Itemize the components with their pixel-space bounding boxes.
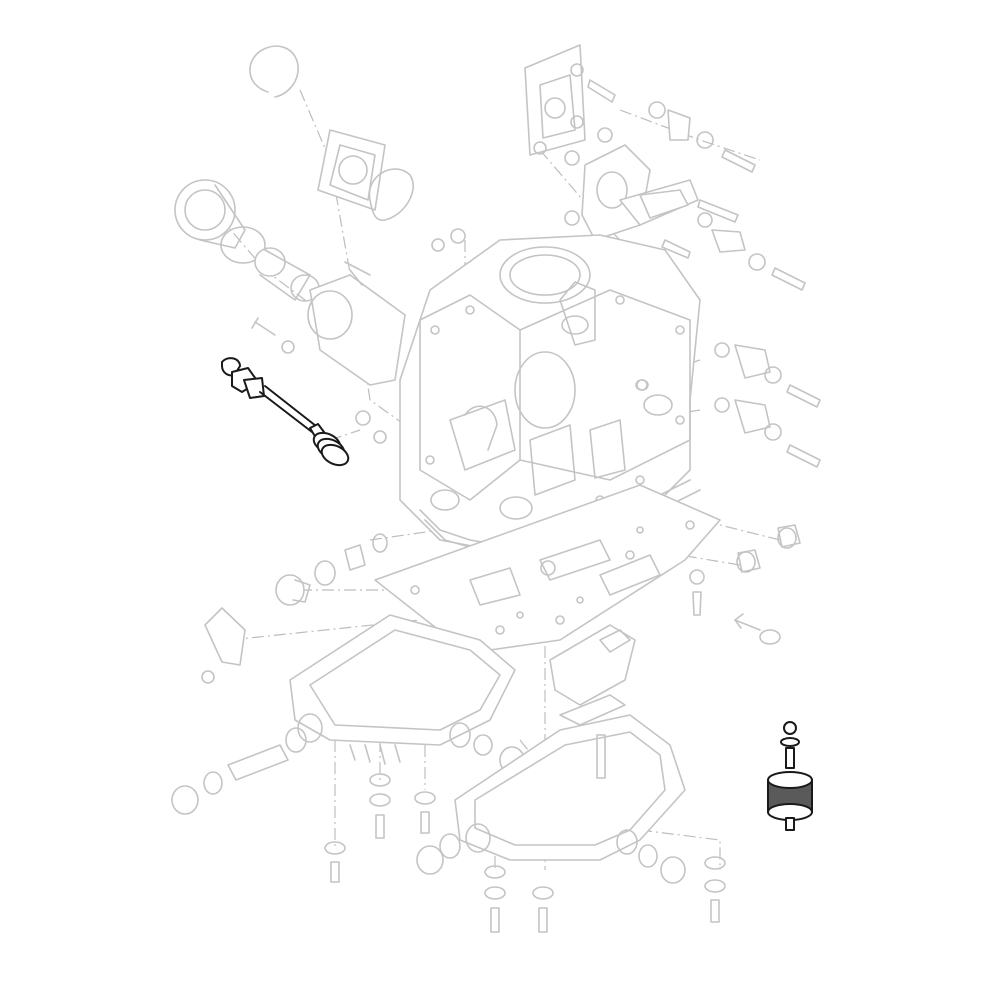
o-ring-icon (540, 560, 556, 576)
washer-icon (597, 127, 613, 143)
bolt-stack-icon (324, 841, 346, 883)
solenoid-bracket-icon (714, 397, 821, 468)
drain-plug-icon (638, 844, 686, 884)
filter-element-icon (254, 247, 320, 302)
stud-bolt-icon (596, 734, 606, 779)
valve-plate-icon (524, 44, 586, 156)
small-bolt-icon (251, 317, 295, 354)
bolt-stack-icon (532, 886, 554, 933)
plug-icon (355, 410, 371, 426)
drain-plug-icon (416, 833, 461, 875)
washer-icon (564, 210, 580, 226)
coil-spring-icon (312, 431, 350, 467)
arrow-icon (734, 613, 761, 631)
banjo-fitting-icon (648, 101, 756, 173)
bolt-stack-icon (704, 856, 726, 923)
bolt-stack-icon (369, 773, 391, 839)
plug-icon (777, 524, 801, 549)
oil-pan-icon (289, 614, 516, 765)
o-ring-icon (759, 629, 781, 645)
washer-icon (564, 150, 580, 166)
mount-bracket-icon (581, 144, 699, 241)
bolt-icon (661, 199, 806, 291)
plug-icon (431, 238, 445, 252)
bolt-stack-icon (414, 791, 436, 834)
bolt-icon (689, 569, 705, 616)
rubber-mount-icon (767, 721, 813, 831)
oil-pan-icon (454, 714, 686, 861)
plug-icon (450, 228, 466, 244)
solenoid-bracket-icon (714, 342, 821, 408)
hollow-bolt-icon (314, 533, 388, 586)
washer-icon (373, 430, 387, 444)
dipstick-sensor-icon (221, 357, 325, 439)
drain-plug-icon (275, 574, 311, 606)
cover-plate-icon (201, 607, 246, 684)
bolt-icon (533, 63, 616, 155)
filter-housing-icon (307, 261, 406, 386)
o-ring-icon (636, 379, 648, 391)
oil-strainer-icon (549, 624, 636, 726)
filter-o-ring-icon (220, 226, 266, 264)
bolt-stack-icon (484, 865, 506, 933)
filter-cap-icon (174, 179, 246, 249)
cover-plate-icon (317, 129, 386, 211)
gasket-ring-icon (368, 168, 414, 222)
circlip-icon (249, 45, 299, 98)
plug-icon (736, 549, 761, 573)
filler-tube-icon (171, 727, 307, 815)
